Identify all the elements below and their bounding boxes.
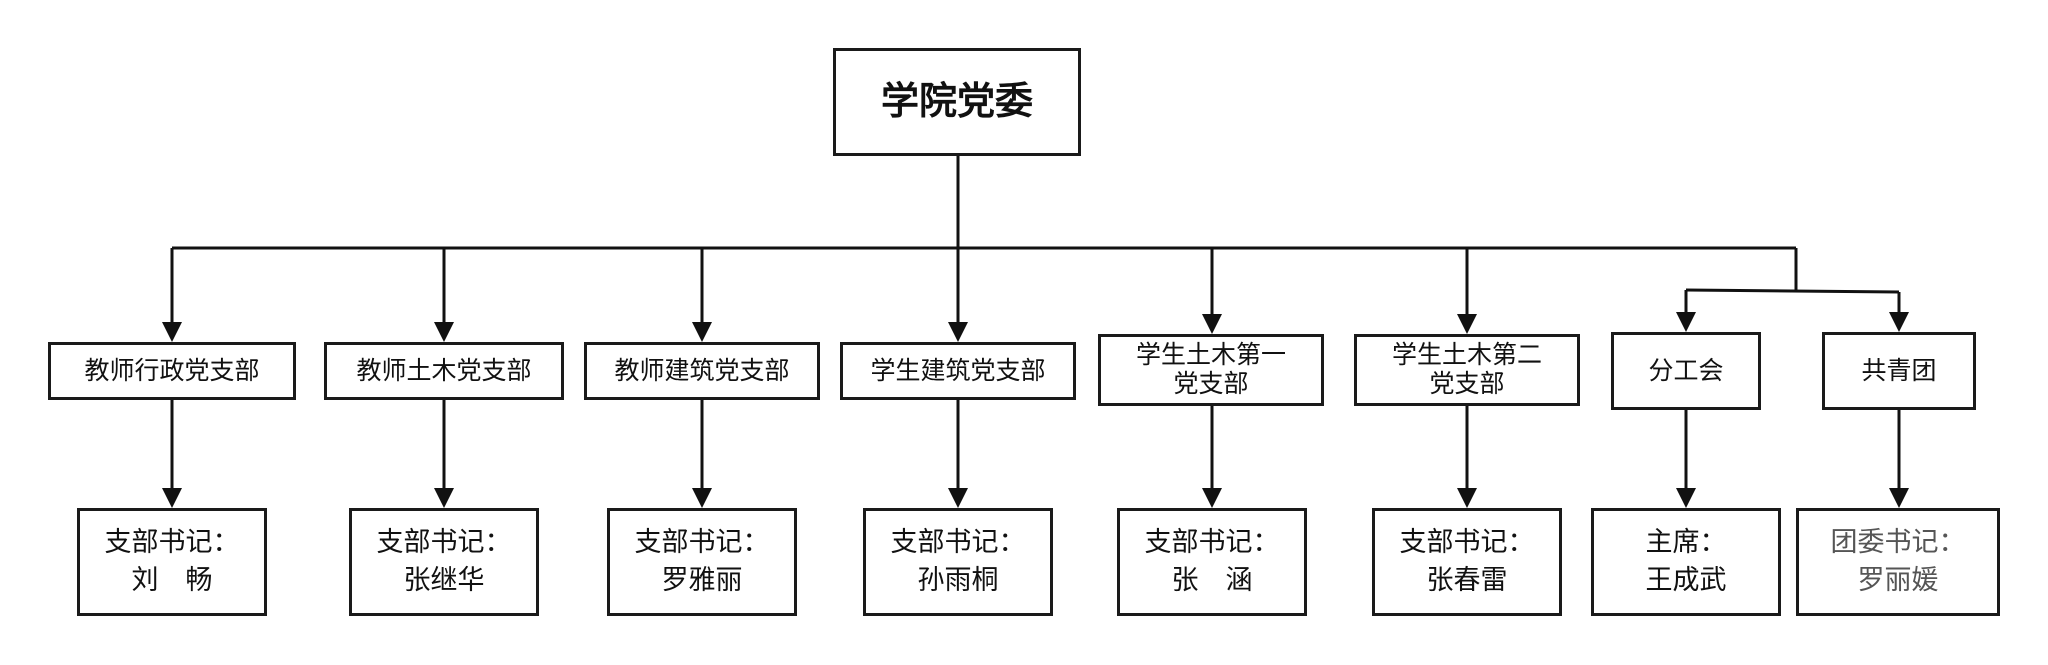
secretary-name: 张春雷 xyxy=(1426,565,1508,596)
branch-node-student-civil-2: 学生土木第二 党支部 xyxy=(1354,334,1580,406)
branch-label-line1: 学生土木第二 xyxy=(1391,340,1542,370)
branch-node-student-architecture: 学生建筑党支部 xyxy=(840,342,1076,400)
secretary-title: 支部书记： xyxy=(634,527,770,559)
branch-node-youth-league: 共青团 xyxy=(1822,332,1976,410)
branch-node-teacher-admin: 教师行政党支部 xyxy=(48,342,296,400)
branch-node-teacher-architecture: 教师建筑党支部 xyxy=(584,342,820,400)
branch-label: 共青团 xyxy=(1861,355,1937,385)
secretary-node: 支部书记： 刘 畅 xyxy=(77,508,267,616)
league-secretary-name: 罗丽媛 xyxy=(1857,565,1939,596)
secretary-node: 支部书记： 张继华 xyxy=(349,508,539,616)
chairman-title: 主席： xyxy=(1645,527,1727,559)
branch-label: 教师行政党支部 xyxy=(84,355,260,385)
branch-label: 分工会 xyxy=(1648,355,1724,385)
secretary-name: 张继华 xyxy=(403,565,485,596)
arrowheads xyxy=(162,312,1909,508)
secretary-name: 罗雅丽 xyxy=(661,565,743,596)
secretary-node: 支部书记： 罗雅丽 xyxy=(607,508,797,616)
root-node: 学院党委 xyxy=(833,48,1081,156)
chairman-node: 主席： 王成武 xyxy=(1591,508,1781,616)
branch-node-student-civil-1: 学生土木第一 党支部 xyxy=(1098,334,1324,406)
branch-label: 教师土木党支部 xyxy=(356,355,532,385)
branch-label: 教师建筑党支部 xyxy=(614,355,790,385)
secretary-node: 支部书记： 张 涵 xyxy=(1117,508,1307,616)
secretary-name: 孙雨桐 xyxy=(917,565,999,596)
branch-node-labor-union: 分工会 xyxy=(1611,332,1761,410)
secretary-title: 支部书记： xyxy=(1144,527,1280,559)
branch-label-line1: 学生土木第一 xyxy=(1135,340,1286,370)
secretary-title: 支部书记： xyxy=(104,527,240,559)
league-secretary-node: 团委书记： 罗丽媛 xyxy=(1796,508,2000,616)
secretary-title: 支部书记： xyxy=(376,527,512,559)
league-secretary-title: 团委书记： xyxy=(1830,527,1966,559)
secretary-node: 支部书记： 孙雨桐 xyxy=(863,508,1053,616)
secretary-title: 支部书记： xyxy=(1399,527,1535,559)
branch-label-line2: 党支部 xyxy=(1429,369,1505,398)
root-label: 学院党委 xyxy=(880,79,1033,124)
secretary-name: 张 涵 xyxy=(1171,565,1253,596)
branch-label-line2: 党支部 xyxy=(1173,369,1249,398)
branch-node-teacher-civil: 教师土木党支部 xyxy=(324,342,564,400)
chairman-name: 王成武 xyxy=(1645,565,1727,596)
secretary-name: 刘 畅 xyxy=(131,565,213,596)
secretary-title: 支部书记： xyxy=(890,527,1026,559)
branch-label: 学生建筑党支部 xyxy=(870,355,1046,385)
secretary-node: 支部书记： 张春雷 xyxy=(1372,508,1562,616)
